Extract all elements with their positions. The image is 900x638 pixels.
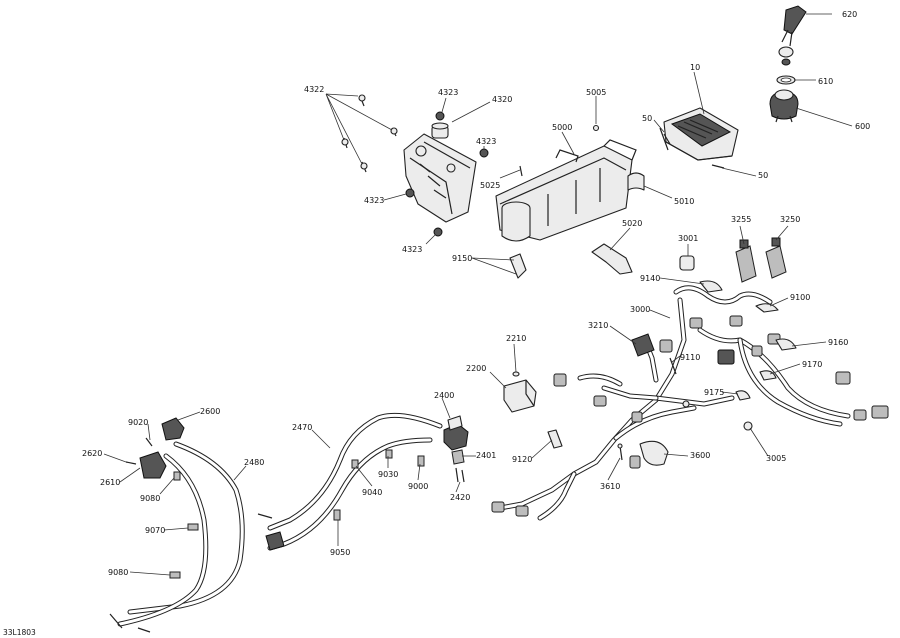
callout-4320: 4320 bbox=[492, 95, 512, 104]
callout-9070: 9070 bbox=[145, 526, 165, 535]
battery-box-5000 bbox=[495, 124, 637, 242]
callout-2210: 2210 bbox=[506, 334, 526, 343]
callout-4322: 4322 bbox=[304, 85, 324, 94]
callout-2470: 2470 bbox=[292, 423, 312, 432]
callout-3250: 3250 bbox=[780, 215, 800, 224]
callout-9100: 9100 bbox=[790, 293, 810, 302]
ties-90xx bbox=[125, 437, 425, 579]
lever-assembly-620 bbox=[778, 5, 807, 66]
tie-9150 bbox=[509, 253, 527, 279]
sensor-2200 bbox=[503, 379, 537, 413]
cable-2470 bbox=[257, 412, 443, 551]
callout-2420: 2420 bbox=[450, 493, 470, 502]
screws-50 bbox=[659, 127, 725, 169]
bracket-assembly-4320 bbox=[403, 122, 477, 223]
callout-9040: 9040 bbox=[362, 488, 382, 497]
tie-9110 bbox=[669, 357, 677, 375]
callout-600: 600 bbox=[855, 122, 870, 131]
clips-9100-9140-9160-9170 bbox=[699, 280, 797, 401]
control-module-10 bbox=[663, 107, 739, 161]
fuse-3001 bbox=[679, 255, 695, 271]
callout-9080-lower: 9080 bbox=[108, 568, 128, 577]
callout-50-lower: 50 bbox=[758, 171, 768, 180]
callout-labels: 620 610 600 10 50 50 4322 4323 4320 4323… bbox=[3, 10, 870, 637]
callout-10: 10 bbox=[690, 63, 700, 72]
callout-2610: 2610 bbox=[100, 478, 120, 487]
callout-4323-left: 4323 bbox=[364, 196, 384, 205]
connector-3210 bbox=[631, 333, 655, 357]
callout-610: 610 bbox=[818, 77, 833, 86]
callout-3610: 3610 bbox=[600, 482, 620, 491]
grommet-3600 bbox=[639, 440, 669, 466]
oring-2210 bbox=[512, 371, 520, 377]
callout-2620: 2620 bbox=[82, 449, 102, 458]
callout-4323-right: 4323 bbox=[476, 137, 496, 146]
callout-5005: 5005 bbox=[586, 88, 606, 97]
callout-3005: 3005 bbox=[766, 454, 786, 463]
callout-3600: 3600 bbox=[690, 451, 710, 460]
tie-9120 bbox=[547, 429, 563, 449]
callout-2200: 2200 bbox=[466, 364, 486, 373]
callout-620: 620 bbox=[842, 10, 857, 19]
callout-9120: 9120 bbox=[512, 455, 532, 464]
callout-9110: 9110 bbox=[680, 353, 700, 362]
callout-9140: 9140 bbox=[640, 274, 660, 283]
relay-3250 bbox=[765, 237, 787, 279]
callout-9170: 9170 bbox=[802, 360, 822, 369]
fasteners-4322 bbox=[341, 94, 398, 173]
sensor-2610 bbox=[139, 451, 167, 479]
relay-3255 bbox=[735, 239, 757, 283]
callout-5020: 5020 bbox=[622, 219, 642, 228]
screws-2420 bbox=[455, 467, 465, 483]
callout-3255: 3255 bbox=[731, 215, 751, 224]
switch-base-600 bbox=[769, 89, 799, 123]
main-harness-3000 bbox=[491, 285, 889, 521]
callout-5000: 5000 bbox=[552, 123, 572, 132]
callout-9160: 9160 bbox=[828, 338, 848, 347]
callout-3210: 3210 bbox=[588, 321, 608, 330]
leader-lines bbox=[103, 13, 853, 576]
callout-9080-upper: 9080 bbox=[140, 494, 160, 503]
sensor-2400 bbox=[443, 415, 469, 451]
callout-2480: 2480 bbox=[244, 458, 264, 467]
callout-9050: 9050 bbox=[330, 548, 350, 557]
callout-4323-top: 4323 bbox=[438, 88, 458, 97]
callout-2400: 2400 bbox=[434, 391, 454, 400]
diagram-reference-code: 33L1803 bbox=[3, 628, 36, 637]
callout-3001: 3001 bbox=[678, 234, 698, 243]
cable-2480 bbox=[109, 441, 245, 633]
grommets-4323 bbox=[405, 111, 489, 237]
callout-2600: 2600 bbox=[200, 407, 220, 416]
callout-9020: 9020 bbox=[128, 418, 148, 427]
callout-9150: 9150 bbox=[452, 254, 472, 263]
callout-50-upper: 50 bbox=[642, 114, 652, 123]
callout-9030: 9030 bbox=[378, 470, 398, 479]
callout-3000: 3000 bbox=[630, 305, 650, 314]
callout-9175: 9175 bbox=[704, 388, 724, 397]
sensor-2600 bbox=[161, 417, 185, 441]
connector-2401 bbox=[451, 449, 465, 465]
callout-2401: 2401 bbox=[476, 451, 496, 460]
clip-5010 bbox=[627, 172, 645, 191]
ring-610 bbox=[776, 75, 796, 85]
callout-5010: 5010 bbox=[674, 197, 694, 206]
bracket-5020 bbox=[591, 243, 633, 275]
callout-9000: 9000 bbox=[408, 482, 428, 491]
screw-3610 bbox=[617, 443, 623, 461]
callout-5025: 5025 bbox=[480, 181, 500, 190]
callout-4323-bottom: 4323 bbox=[402, 245, 422, 254]
